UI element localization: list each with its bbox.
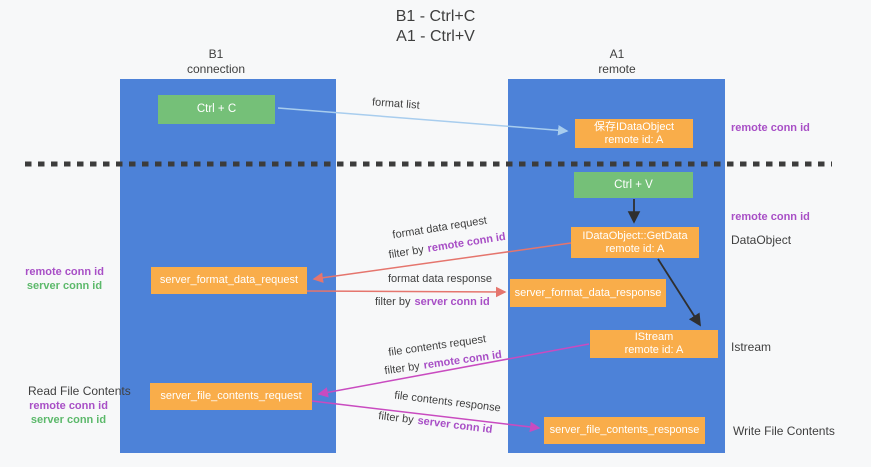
node-save-idataobject: 保存IDataObject remote id: A <box>575 119 693 148</box>
column-b1-name: B1 <box>208 47 224 61</box>
column-header-a1: A1 remote <box>509 47 725 77</box>
label-filter-server-1-key: server conn id <box>414 296 490 308</box>
title-line-1: B1 - Ctrl+C <box>395 8 476 25</box>
node-ctrl-v-label: Ctrl + V <box>614 178 653 191</box>
label-write-file-contents: Write File Contents <box>733 424 835 438</box>
node-getdata-line1: IDataObject::GetData <box>582 229 688 242</box>
node-file-response-label: server_file_contents_response <box>549 424 700 436</box>
column-a1-role: remote <box>598 62 636 76</box>
label-format-list: format list <box>371 96 421 112</box>
node-save-idataobject-line2: remote id: A <box>604 133 664 146</box>
label-dataobject: DataObject <box>731 233 792 247</box>
label-filter-remote-1-key: remote conn id <box>426 230 507 256</box>
label-format-data-response: format data response <box>388 273 492 285</box>
node-server-file-contents-request: server_file_contents_request <box>150 383 312 410</box>
label-filter-server-1-prefix: filter by <box>375 296 411 308</box>
node-format-request-label: server_format_data_request <box>159 274 299 286</box>
arrow-format-data-response <box>306 286 507 298</box>
node-getdata-line2: remote id: A <box>605 242 665 255</box>
column-b1-role: connection <box>186 62 246 76</box>
label-istream: Istream <box>731 340 772 354</box>
node-server-format-data-response: server_format_data_response <box>510 279 666 307</box>
node-ctrl-c: Ctrl + C <box>158 95 275 124</box>
node-istream-line1: IStream <box>634 331 674 343</box>
node-save-idataobject-line1: 保存IDataObject <box>593 120 675 133</box>
label-filter-server-2-key: server conn id <box>416 414 493 436</box>
label-file-contents-response: file contents response <box>393 389 502 415</box>
node-format-response-label: server_format_data_response <box>514 286 662 299</box>
title-line-2: A1 - Ctrl+V <box>396 28 475 45</box>
label-file-remote-conn-id: remote conn id <box>29 400 108 412</box>
node-server-file-contents-response: server_file_contents_response <box>544 417 705 444</box>
node-ctrl-c-label: Ctrl + C <box>196 103 237 115</box>
label-filter-remote-1-prefix: filter by <box>387 243 425 262</box>
label-group-file-conn-ids: remote conn id server conn id <box>26 399 111 427</box>
label-remote-conn-id-mid: remote conn id <box>731 211 810 223</box>
diagram-title: B1 - Ctrl+C A1 - Ctrl+V <box>0 7 871 47</box>
label-read-file-contents: Read File Contents <box>28 384 131 398</box>
node-server-format-data-request: server_format_data_request <box>151 267 307 294</box>
label-format-server-conn-id: server conn id <box>26 280 103 292</box>
label-file-server-conn-id: server conn id <box>30 414 107 426</box>
label-filter-remote-2-prefix: filter by <box>383 360 421 378</box>
label-group-format-conn-ids: remote conn id server conn id <box>22 265 107 293</box>
label-remote-conn-id-top: remote conn id <box>731 122 810 134</box>
node-file-request-label: server_file_contents_request <box>160 390 302 402</box>
label-filter-server-2-prefix: filter by <box>377 410 415 427</box>
column-a1-name: A1 <box>609 47 625 61</box>
label-format-remote-conn-id: remote conn id <box>25 266 104 278</box>
node-istream-line2: remote id: A <box>624 344 684 356</box>
node-ctrl-v: Ctrl + V <box>574 172 693 198</box>
node-istream: IStream remote id: A <box>590 330 718 358</box>
node-idataobject-getdata: IDataObject::GetData remote id: A <box>571 227 699 258</box>
column-header-b1: B1 connection <box>108 47 324 77</box>
